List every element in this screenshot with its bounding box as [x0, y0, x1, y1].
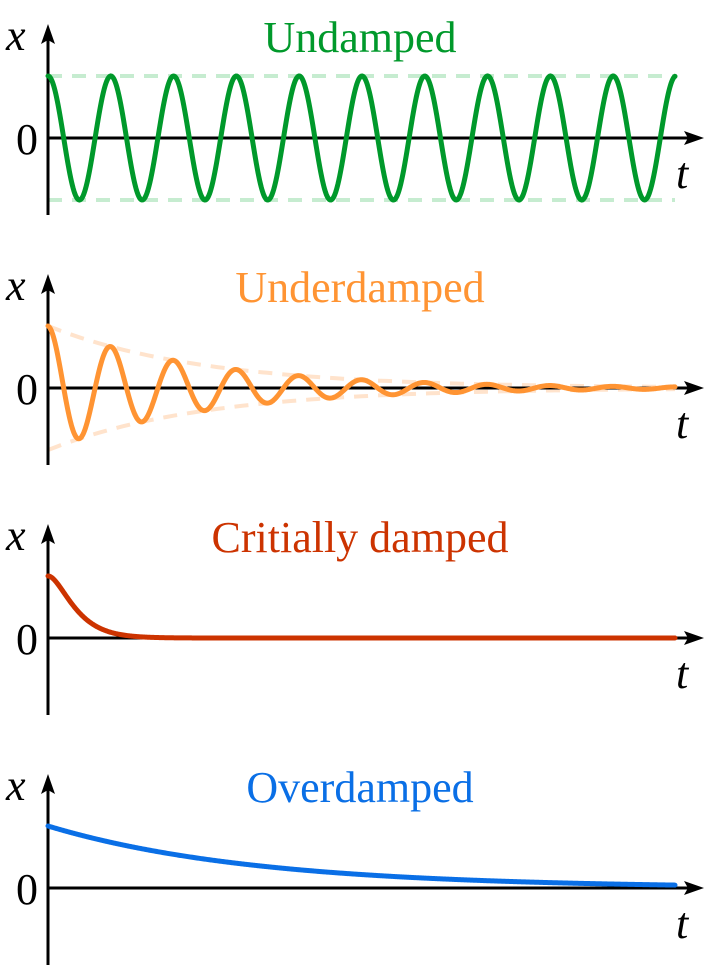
zero-tick-label: 0: [16, 865, 38, 914]
x-axis-label: x: [5, 11, 26, 60]
x-axis-label: x: [5, 261, 26, 310]
zero-tick-label: 0: [16, 115, 38, 164]
t-axis-label: t: [676, 149, 690, 198]
x-axis-arrow: [41, 774, 55, 794]
panel-undamped: Undamped x 0 t: [5, 11, 704, 215]
x-axis-arrow: [41, 24, 55, 44]
curve-undamped: [45, 73, 678, 203]
x-axis-label: x: [5, 511, 26, 560]
panel-overdamped: Overdamped x 0 t: [5, 761, 704, 965]
t-axis-arrow: [684, 381, 704, 395]
panel-title: Underdamped: [235, 263, 484, 312]
t-axis-arrow: [684, 131, 704, 145]
panel-title: Undamped: [263, 13, 456, 62]
panel-critical: Critially damped x 0 t: [5, 511, 704, 715]
zero-tick-label: 0: [16, 365, 38, 414]
x-axis-arrow: [41, 524, 55, 544]
t-axis-label: t: [676, 649, 690, 698]
t-axis-arrow: [684, 631, 704, 645]
t-axis-arrow: [684, 881, 704, 895]
curve-underdamped: [45, 323, 678, 442]
panel-title: Critially damped: [212, 513, 509, 562]
zero-tick-label: 0: [16, 615, 38, 664]
x-axis-label: x: [5, 761, 26, 810]
panel-title: Overdamped: [246, 763, 473, 812]
panel-underdamped: Underdamped x 0 t: [5, 261, 704, 465]
x-axis-arrow: [41, 274, 55, 294]
curve-critical: [45, 573, 678, 641]
t-axis-label: t: [676, 899, 690, 948]
curve-overdamped: [45, 823, 678, 888]
t-axis-label: t: [676, 399, 690, 448]
